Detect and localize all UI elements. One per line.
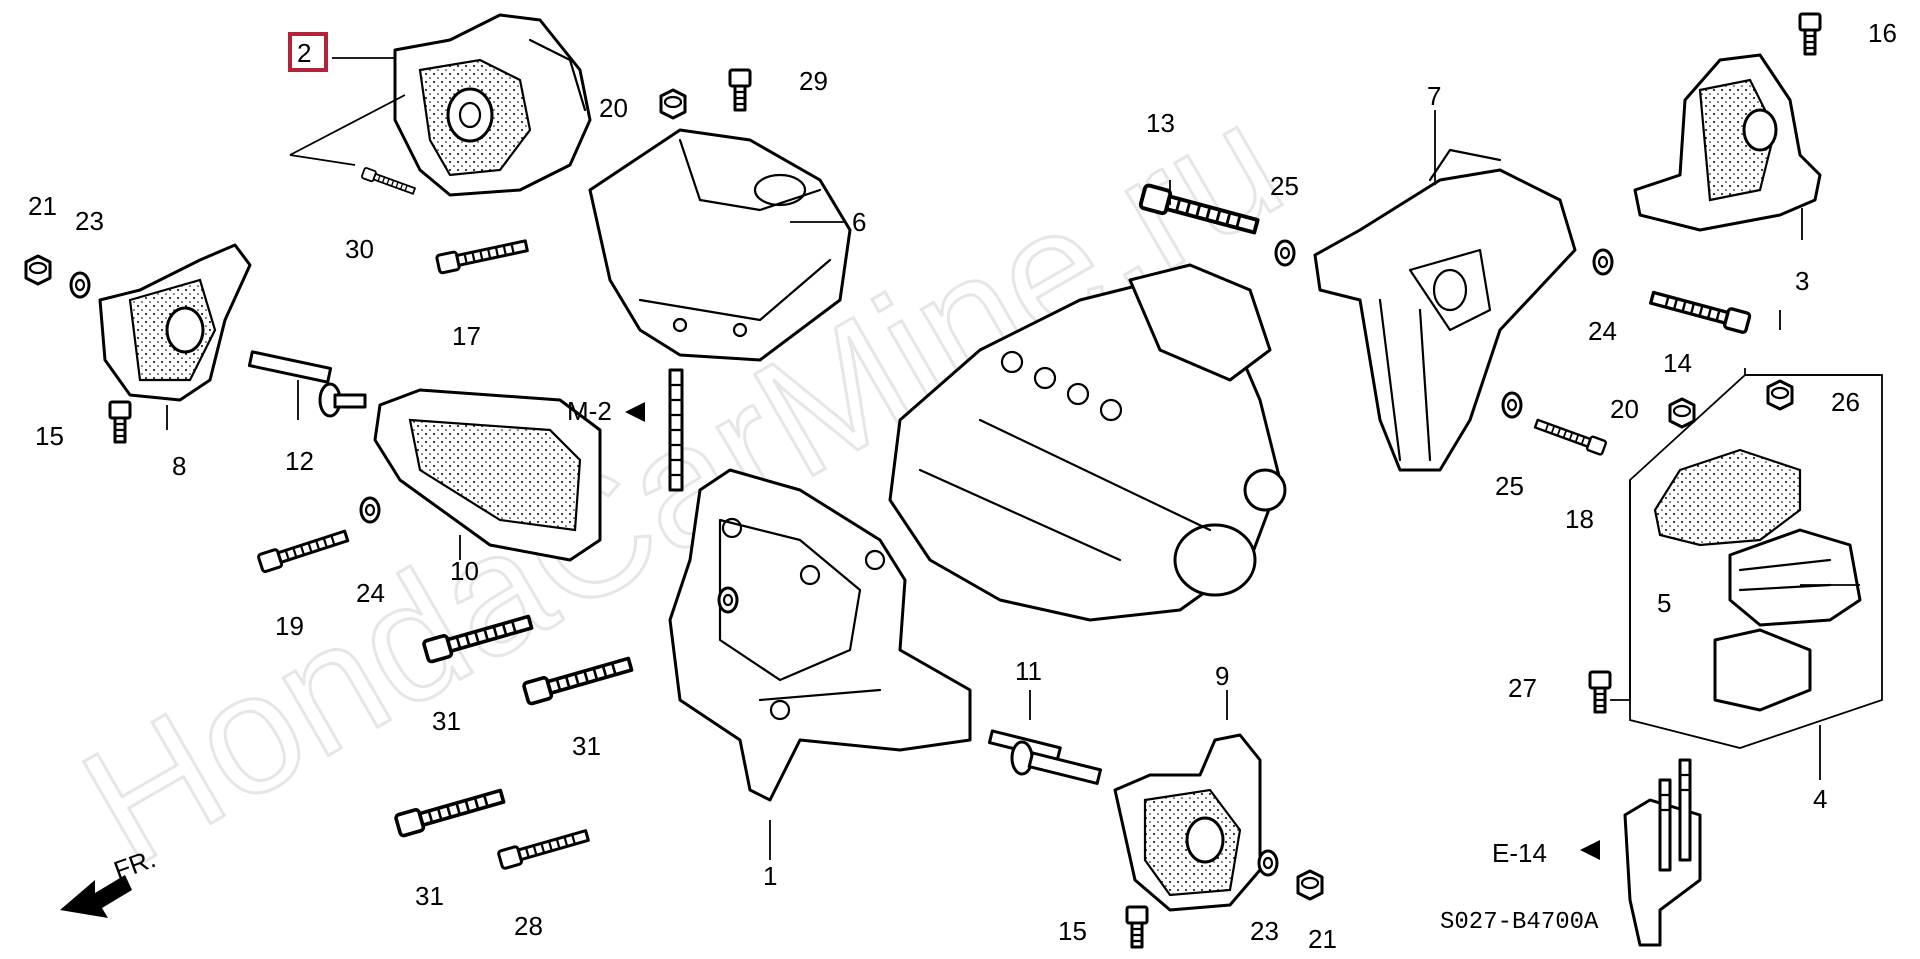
callout-labels: 2 30 29 20 6 17 21 23 15 8 12 10 24 19 M… <box>28 18 1897 954</box>
part-4-group-box <box>1629 374 1883 749</box>
washer-25-mid <box>1501 391 1523 419</box>
bolt-27 <box>1588 670 1612 714</box>
nut-21-left <box>24 254 52 286</box>
bolt-16 <box>1798 12 1822 56</box>
part-8-mount <box>98 243 252 402</box>
callout-8[interactable]: 8 <box>172 451 186 481</box>
bracket-e14 <box>1623 758 1702 947</box>
bolt-14 <box>1647 286 1752 335</box>
engine-block <box>888 263 1287 622</box>
bolt-19 <box>256 525 351 574</box>
callout-23-left[interactable]: 23 <box>75 206 104 236</box>
callout-17[interactable]: 17 <box>452 321 481 351</box>
callout-20-top[interactable]: 20 <box>599 93 628 123</box>
highlight-box-part-2 <box>288 32 328 72</box>
part-7-bracket <box>1313 148 1577 472</box>
callout-16[interactable]: 16 <box>1868 18 1897 48</box>
callout-10[interactable]: 10 <box>450 556 479 586</box>
part-6-bracket <box>588 128 852 362</box>
washer-bracket-1 <box>717 586 739 614</box>
callout-26[interactable]: 26 <box>1831 387 1860 417</box>
part-3-mount <box>1633 53 1822 232</box>
callout-11[interactable]: 11 <box>1015 656 1042 686</box>
callout-28[interactable]: 28 <box>514 911 543 941</box>
callout-24-right[interactable]: 24 <box>1588 316 1617 346</box>
part-2-rear-mount <box>393 13 592 197</box>
callout-19[interactable]: 19 <box>275 611 304 641</box>
arrow-m2 <box>625 402 645 422</box>
callout-21-left[interactable]: 21 <box>28 191 57 221</box>
bolt-28 <box>496 825 591 871</box>
callout-5[interactable]: 5 <box>1657 588 1671 618</box>
callout-31-c[interactable]: 31 <box>415 881 444 911</box>
stud-m2 <box>668 368 684 492</box>
washer-23-left <box>69 271 91 299</box>
part-2-leader <box>289 94 406 166</box>
callout-31-a[interactable]: 31 <box>432 706 461 736</box>
washer-23-right <box>1257 849 1279 877</box>
callout-12[interactable]: 12 <box>285 446 314 476</box>
callout-23-right[interactable]: 23 <box>1250 916 1279 946</box>
part-10-bracket <box>373 388 602 562</box>
callout-2[interactable]: 2 <box>297 38 311 68</box>
bolt-29 <box>728 68 752 112</box>
callout-31-b[interactable]: 31 <box>572 731 601 761</box>
bolt-30 <box>360 166 417 197</box>
part-12-stud <box>247 350 367 418</box>
bolt-18 <box>1532 415 1608 457</box>
front-direction-arrow <box>60 875 132 918</box>
bolt-31-c <box>393 784 507 839</box>
callout-15-right[interactable]: 15 <box>1058 916 1087 946</box>
bolt-15-left <box>108 400 132 444</box>
arrow-e14 <box>1580 840 1600 860</box>
callout-m2[interactable]: M-2 <box>567 396 612 426</box>
washer-25-top <box>1274 239 1296 267</box>
part-9-mount <box>1113 733 1262 912</box>
callout-30[interactable]: 30 <box>345 234 374 264</box>
callout-13[interactable]: 13 <box>1146 108 1175 138</box>
callout-9[interactable]: 9 <box>1215 661 1229 691</box>
part-5-mount <box>1653 448 1862 712</box>
callout-6[interactable]: 6 <box>852 207 866 237</box>
part-1-bracket <box>668 468 972 802</box>
nut-21-right <box>1296 869 1324 901</box>
callout-25-mid[interactable]: 25 <box>1495 471 1524 501</box>
callout-29[interactable]: 29 <box>799 66 828 96</box>
callout-1[interactable]: 1 <box>763 861 777 891</box>
nut-20-top <box>659 88 687 120</box>
callout-4[interactable]: 4 <box>1813 784 1827 814</box>
callout-14[interactable]: 14 <box>1663 348 1692 378</box>
callout-25-top[interactable]: 25 <box>1270 171 1299 201</box>
diagram-code: S027-B4700A <box>1440 909 1599 936</box>
nut-20-right <box>1668 397 1696 429</box>
bolt-17 <box>434 235 530 275</box>
callout-15-left[interactable]: 15 <box>35 421 64 451</box>
part-11-stud <box>987 729 1103 785</box>
washer-24-left <box>359 496 381 524</box>
callout-24-left[interactable]: 24 <box>356 578 385 608</box>
washer-24-right <box>1592 248 1614 276</box>
callout-20-right[interactable]: 20 <box>1610 394 1639 424</box>
callout-7[interactable]: 7 <box>1427 81 1441 111</box>
bolt-15-right <box>1125 905 1149 949</box>
callout-leaders <box>166 29 1860 860</box>
callout-27[interactable]: 27 <box>1508 673 1537 703</box>
callout-e14[interactable]: E-14 <box>1492 838 1547 868</box>
callout-21-right[interactable]: 21 <box>1308 924 1337 954</box>
callout-18[interactable]: 18 <box>1565 504 1594 534</box>
nut-26 <box>1766 379 1794 411</box>
callout-3[interactable]: 3 <box>1795 266 1809 296</box>
